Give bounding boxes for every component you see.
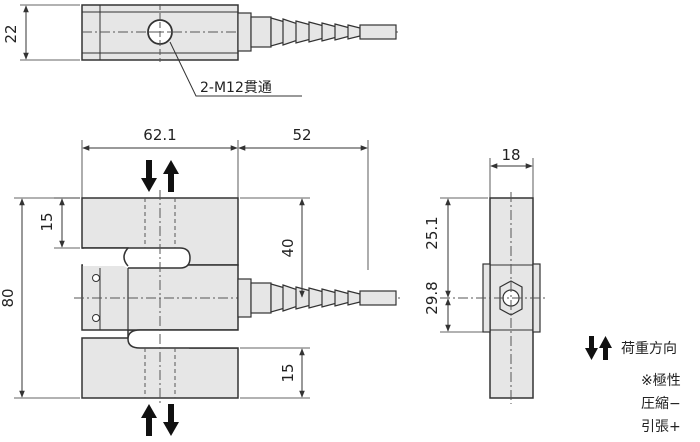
dim-18-label: 18 (501, 146, 520, 164)
dim-22-label: 22 (2, 24, 20, 43)
legend-compression: 圧縮− (641, 396, 681, 412)
legend-polarity: ※極性 (641, 373, 681, 389)
load-direction-icon (585, 336, 612, 360)
strain-relief-spring-top (270, 17, 361, 47)
cable-top (359, 24, 397, 40)
dim-52-label: 52 (292, 126, 311, 144)
dim-80-label: 80 (0, 288, 17, 307)
strain-relief-spring-front (270, 283, 361, 313)
cable-front (359, 290, 397, 306)
dim-62-1-label: 62.1 (143, 126, 176, 144)
legend-tension: 引張+ (641, 419, 681, 435)
side-view: 18 25.1 29.8 (423, 146, 546, 404)
thread-note-label: 2-M12貫通 (200, 80, 272, 96)
legend: 荷重方向 ※極性 圧縮− 引張+ (585, 336, 681, 435)
dim-25-1-label: 25.1 (423, 216, 441, 249)
front-view: 62.1 52 (0, 126, 400, 436)
load-arrows-bottom (141, 404, 179, 436)
top-view: 22 2-M12貫通 (2, 4, 400, 97)
dim-40-label: 40 (279, 238, 297, 257)
dim-29-8-label: 29.8 (423, 281, 441, 314)
legend-load-direction: 荷重方向 (621, 341, 677, 357)
load-arrows-top (141, 160, 179, 192)
dim-15-top-label: 15 (38, 212, 56, 231)
dim-15-bottom-label: 15 (279, 363, 297, 382)
